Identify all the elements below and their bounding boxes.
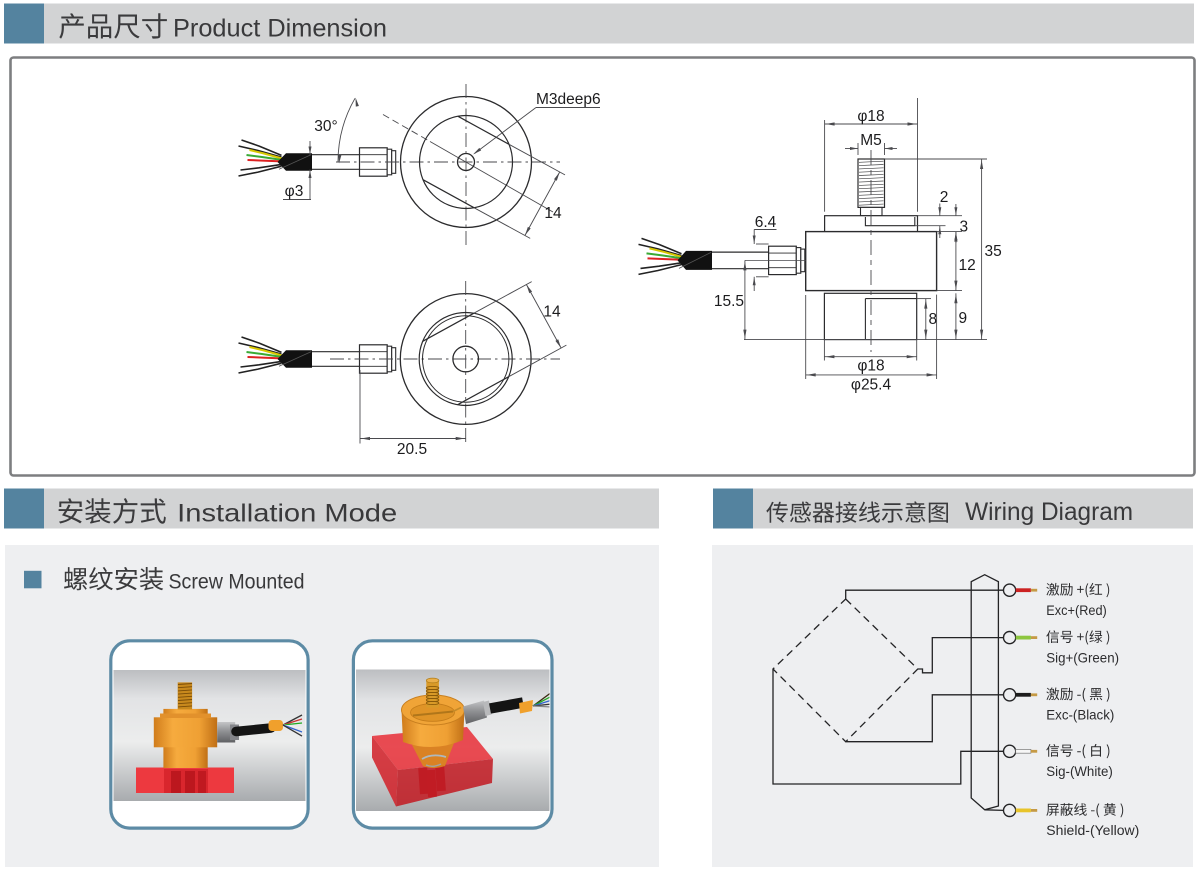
svg-text:20.5: 20.5	[397, 441, 427, 458]
svg-text:Sig-(White): Sig-(White)	[1046, 764, 1113, 779]
svg-text:14: 14	[543, 304, 561, 321]
svg-text:φ3: φ3	[285, 183, 304, 200]
svg-text:φ18: φ18	[857, 358, 884, 375]
svg-text:M5: M5	[860, 132, 882, 149]
svg-text:12: 12	[959, 257, 976, 274]
svg-text:15.5: 15.5	[714, 293, 744, 310]
svg-text:3: 3	[960, 219, 969, 236]
svg-text:9: 9	[959, 310, 968, 327]
svg-text:Shield-(Yellow): Shield-(Yellow)	[1046, 823, 1139, 838]
svg-text:φ18: φ18	[857, 108, 884, 125]
svg-text:Wiring Diagram: Wiring Diagram	[965, 498, 1133, 526]
svg-text:Product Dimension: Product Dimension	[173, 14, 387, 42]
svg-text:Sig+(Green): Sig+(Green)	[1046, 650, 1119, 665]
svg-text:Exc-(Black): Exc-(Black)	[1046, 708, 1114, 723]
svg-text:Installation Mode: Installation Mode	[177, 499, 397, 527]
svg-text:Exc+(Red): Exc+(Red)	[1046, 603, 1107, 618]
svg-text:14: 14	[544, 205, 562, 222]
svg-text:M3deep6: M3deep6	[536, 91, 601, 108]
svg-text:2: 2	[940, 189, 949, 206]
svg-text:8: 8	[929, 311, 938, 328]
svg-text:35: 35	[985, 243, 1002, 260]
svg-text:30°: 30°	[314, 118, 337, 135]
svg-text:φ25.4: φ25.4	[851, 377, 892, 394]
svg-text:Screw Mounted: Screw Mounted	[169, 569, 305, 593]
svg-text:6.4: 6.4	[755, 214, 777, 231]
